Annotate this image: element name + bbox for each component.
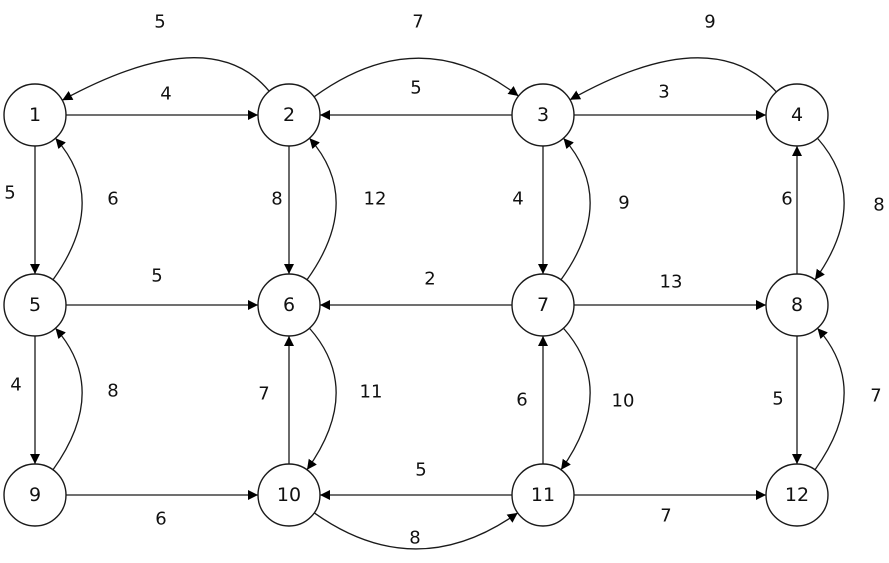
node-label-4: 4 — [791, 104, 803, 126]
edge-10-to-11 — [313, 512, 519, 550]
node-label-10: 10 — [277, 484, 301, 506]
edge-6-to-2 — [306, 137, 337, 281]
edge-7-to-11 — [560, 327, 591, 471]
node-label-12: 12 — [785, 484, 809, 506]
edge-weight-3-to-7: 4 — [512, 189, 523, 210]
edge-weight-2-to-6: 8 — [271, 189, 282, 210]
node-label-3: 3 — [537, 104, 549, 126]
edge-weight-8-to-12: 5 — [772, 389, 783, 410]
edge-7-to-3 — [560, 137, 591, 281]
node-circle-2 — [257, 83, 321, 147]
node-label-1: 1 — [29, 104, 41, 126]
node-3: 3 — [511, 83, 575, 147]
node-circle-3 — [511, 83, 575, 147]
edge-weight-1-to-5: 5 — [4, 183, 15, 204]
node-circle-6 — [257, 273, 321, 337]
node-9: 9 — [3, 463, 67, 527]
node-11: 11 — [511, 463, 575, 527]
node-circle-7 — [511, 273, 575, 337]
node-label-8: 8 — [791, 294, 803, 316]
node-label-5: 5 — [29, 294, 41, 316]
node-circle-1 — [3, 83, 67, 147]
node-circle-10 — [257, 463, 321, 527]
node-circle-12 — [765, 463, 829, 527]
node-circle-9 — [3, 463, 67, 527]
node-8: 8 — [765, 273, 829, 337]
node-10: 10 — [257, 463, 321, 527]
node-label-9: 9 — [29, 484, 41, 506]
edge-weight-7-to-3: 9 — [618, 193, 629, 214]
node-circle-8 — [765, 273, 829, 337]
edge-weight-6-to-10: 11 — [360, 382, 383, 403]
node-label-7: 7 — [537, 294, 549, 316]
edge-9-to-5 — [52, 327, 83, 471]
edge-weight-12-to-8: 7 — [870, 386, 881, 407]
edge-weight-11-to-10: 5 — [415, 460, 426, 481]
node-circle-4 — [765, 83, 829, 147]
edge-weight-5-to-1: 6 — [107, 189, 118, 210]
node-label-11: 11 — [531, 484, 555, 506]
edge-weight-9-to-10: 6 — [155, 509, 166, 530]
edge-weight-4-to-8: 8 — [873, 195, 884, 216]
node-5: 5 — [3, 273, 67, 337]
edge-weight-8-to-4: 6 — [781, 189, 792, 210]
edge-2-to-3 — [313, 57, 519, 98]
node-1: 1 — [3, 83, 67, 147]
edge-weight-9-to-5: 8 — [107, 381, 118, 402]
edge-weight-10-to-11: 8 — [409, 528, 420, 549]
edge-2-to-1 — [61, 57, 270, 101]
edge-weight-1-to-2: 4 — [160, 84, 171, 105]
edge-6-to-10 — [306, 327, 337, 471]
edge-weight-11-to-12: 7 — [660, 506, 671, 527]
edge-weight-7-to-8: 13 — [660, 272, 683, 293]
edge-weight-3-to-2: 5 — [410, 78, 421, 99]
edge-weight-5-to-9: 4 — [10, 375, 21, 396]
edge-weight-5-to-6: 5 — [151, 266, 162, 287]
edge-12-to-8 — [814, 327, 845, 471]
node-label-6: 6 — [283, 294, 295, 316]
edges-layer — [30, 57, 845, 550]
edge-weight-6-to-2: 12 — [364, 189, 387, 210]
edge-weight-10-to-6: 7 — [258, 384, 269, 405]
edge-4-to-8 — [814, 137, 845, 281]
edge-weight-4-to-3: 9 — [704, 12, 715, 33]
node-12: 12 — [765, 463, 829, 527]
node-6: 6 — [257, 273, 321, 337]
edge-weight-7-to-6: 2 — [424, 269, 435, 290]
node-circle-5 — [3, 273, 67, 337]
edge-weight-2-to-1: 5 — [154, 12, 165, 33]
node-label-2: 2 — [283, 104, 295, 126]
edge-weight-3-to-4: 3 — [658, 82, 669, 103]
node-7: 7 — [511, 273, 575, 337]
edge-weight-2-to-3: 7 — [412, 12, 423, 33]
edge-5-to-1 — [52, 137, 83, 281]
edge-weight-11-to-7: 6 — [516, 390, 527, 411]
node-2: 2 — [257, 83, 321, 147]
node-circle-11 — [511, 463, 575, 527]
node-4: 4 — [765, 83, 829, 147]
edge-weight-7-to-11: 10 — [612, 391, 635, 412]
edge-4-to-3 — [569, 57, 777, 101]
